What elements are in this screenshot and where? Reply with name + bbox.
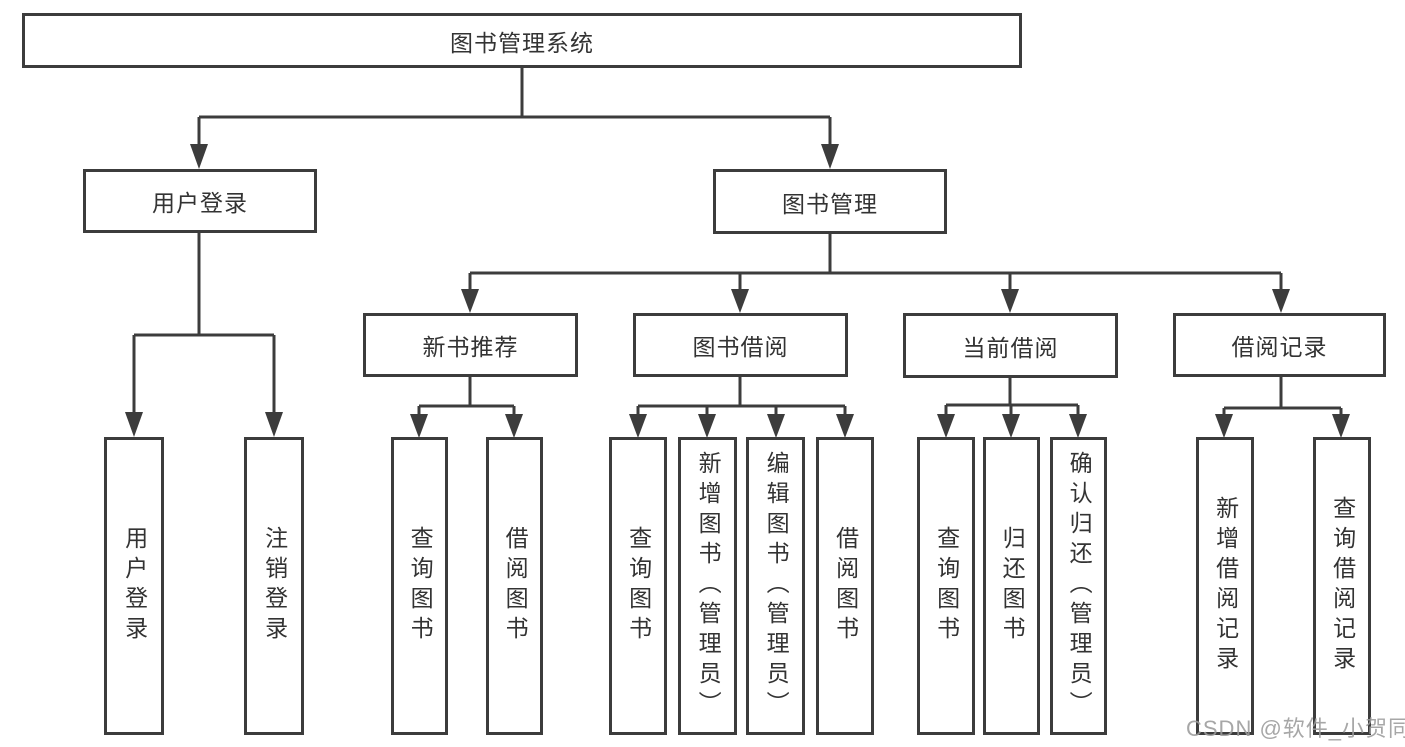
csdn-watermark: CSDN @软件_小贺同学 — [1186, 716, 1405, 741]
node-label: 新书推荐 — [422, 334, 519, 360]
node-label: 编辑图书（管理员） — [763, 451, 790, 721]
node-new-book-recommendation: 新书推荐 — [363, 313, 578, 377]
node-query-borrow-record: 查询借阅记录 — [1313, 437, 1371, 735]
node-return-books: 归还图书 — [983, 437, 1040, 735]
node-label: 图书管理系统 — [450, 29, 594, 56]
node-label: 查询图书 — [625, 526, 652, 646]
node-label: 查询图书 — [933, 526, 960, 646]
node-query-books-borrowing: 查询图书 — [609, 437, 667, 735]
node-label: 注销登录 — [261, 526, 288, 646]
node-user-login-action: 用户登录 — [104, 437, 164, 735]
node-query-books-current: 查询图书 — [917, 437, 975, 735]
node-label: 新增借阅记录 — [1212, 496, 1239, 676]
node-user-login: 用户登录 — [83, 169, 317, 233]
node-label: 确认归还（管理员） — [1066, 451, 1093, 721]
node-label: 图书管理 — [782, 190, 878, 217]
node-label: 归还图书 — [999, 526, 1026, 646]
node-label: 用户登录 — [121, 526, 148, 646]
node-label: 查询图书 — [407, 526, 434, 646]
node-library-management-system: 图书管理系统 — [22, 13, 1022, 68]
node-borrowing-records: 借阅记录 — [1173, 313, 1386, 377]
node-current-borrowing: 当前借阅 — [903, 313, 1118, 378]
node-add-books-admin: 新增图书（管理员） — [678, 437, 737, 735]
node-label: 图书借阅 — [692, 334, 789, 360]
node-label: 用户登录 — [152, 190, 248, 216]
node-add-borrow-record: 新增借阅记录 — [1196, 437, 1254, 735]
node-label: 借阅图书 — [502, 526, 529, 646]
node-label: 借阅图书 — [832, 526, 859, 646]
node-logout: 注销登录 — [244, 437, 304, 735]
node-label: 借阅记录 — [1231, 334, 1328, 360]
node-confirm-return-admin: 确认归还（管理员） — [1050, 437, 1107, 735]
node-edit-books-admin: 编辑图书（管理员） — [746, 437, 805, 735]
node-label: 查询借阅记录 — [1329, 496, 1356, 676]
node-borrow-books: 借阅图书 — [816, 437, 874, 735]
node-label: 新增图书（管理员） — [695, 451, 722, 721]
node-book-borrowing: 图书借阅 — [633, 313, 848, 377]
node-label: 当前借阅 — [962, 334, 1059, 361]
node-query-books-recommend: 查询图书 — [391, 437, 448, 735]
node-book-management: 图书管理 — [713, 169, 947, 234]
node-borrow-books-recommend: 借阅图书 — [486, 437, 543, 735]
